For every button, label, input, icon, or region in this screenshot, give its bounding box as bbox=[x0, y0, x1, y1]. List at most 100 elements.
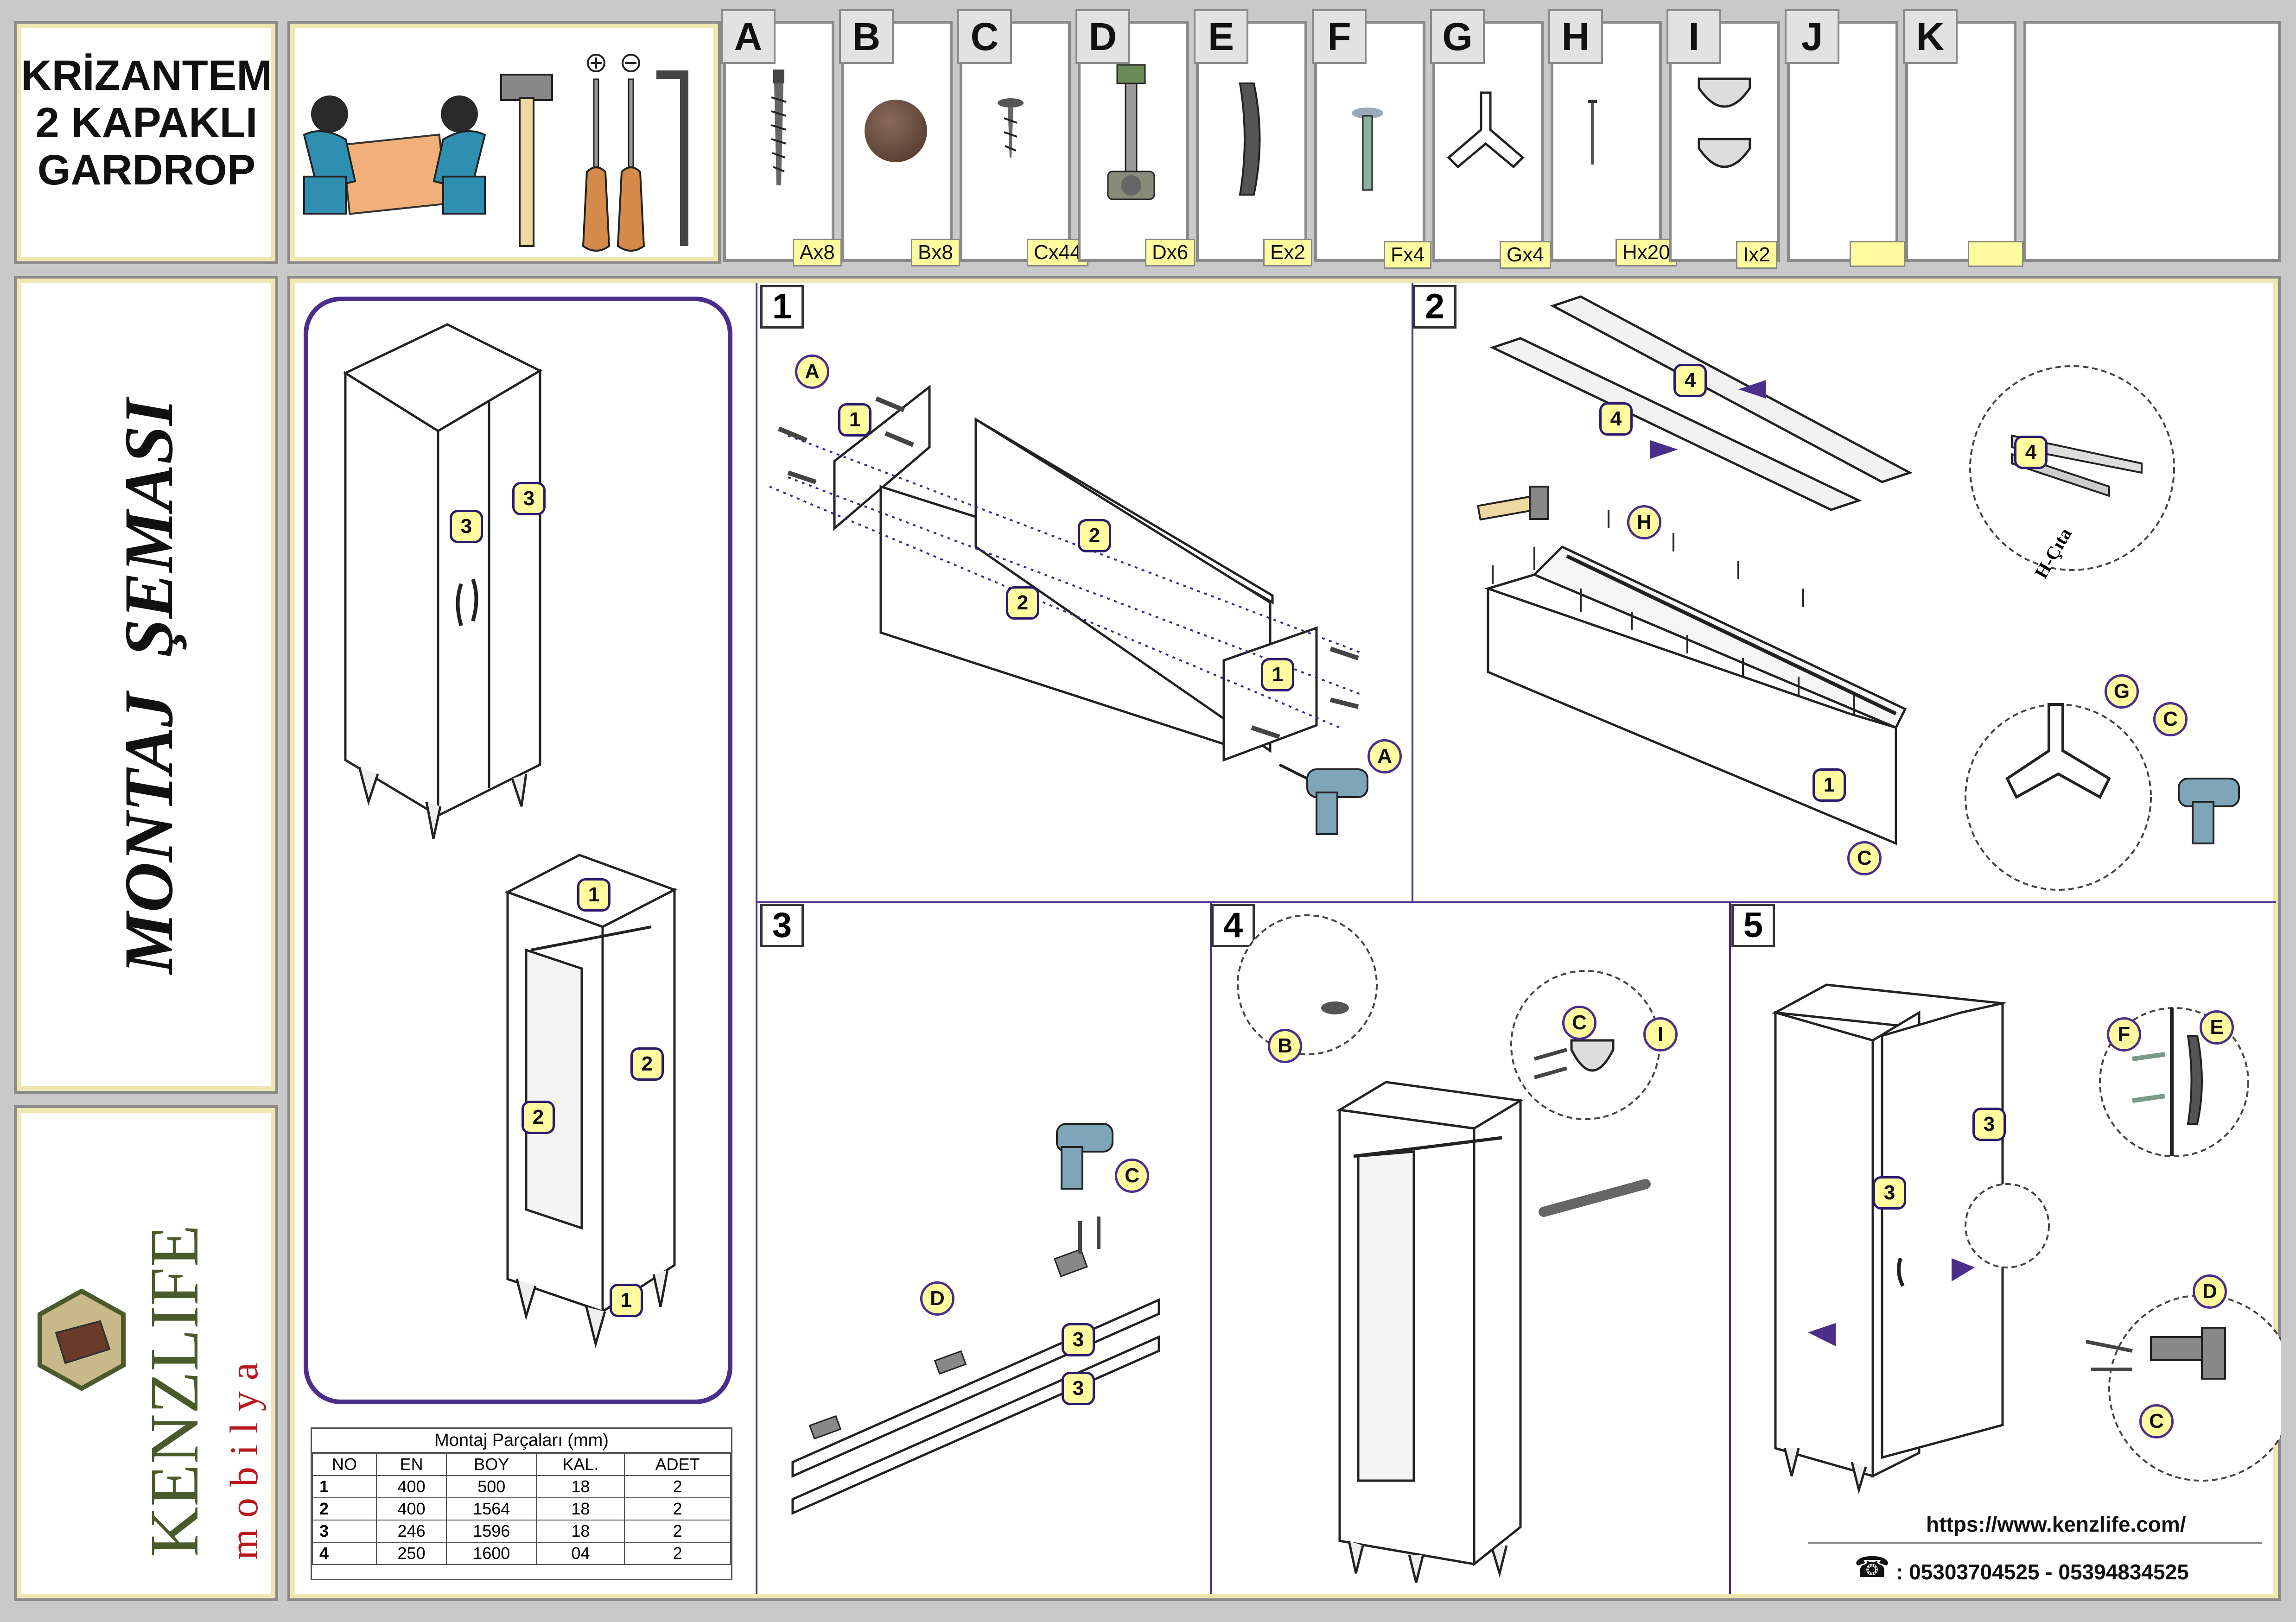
foot-g-icon bbox=[1447, 91, 1525, 169]
screw-a-icon bbox=[771, 70, 787, 185]
step-number-3: 3 bbox=[760, 904, 804, 947]
website-link[interactable]: https://www.kenzlife.com/ bbox=[1926, 1512, 2186, 1536]
part-letter-c: C bbox=[957, 9, 1012, 64]
table-cell: 2 bbox=[624, 1542, 731, 1565]
overview-tag-3a: 3 bbox=[450, 510, 483, 543]
handle-e-detail-icon bbox=[2187, 1035, 2203, 1125]
table-cell: 246 bbox=[376, 1520, 447, 1543]
table-cell: 18 bbox=[536, 1475, 625, 1498]
table-cell: 2 bbox=[624, 1475, 731, 1498]
step2-tag-4-top: 4 bbox=[1673, 364, 1707, 397]
rod-holder-i-icon bbox=[1698, 77, 1751, 168]
panel-divider-steps12 bbox=[1412, 283, 1413, 901]
rod-holder-i-detail-icon bbox=[1570, 1039, 1615, 1072]
arrow-icons bbox=[1808, 1258, 1975, 1346]
step5-drawing bbox=[1771, 983, 2281, 1495]
hammer-icon bbox=[500, 74, 553, 247]
table-cell: 250 bbox=[376, 1542, 447, 1565]
table-cell: 400 bbox=[376, 1475, 447, 1498]
parts-table: NO EN BOY KAL. ADET 1 400 500 18 2 2 400… bbox=[312, 1453, 731, 1565]
step-number-4: 4 bbox=[1211, 904, 1255, 947]
overview-tag-2a: 2 bbox=[522, 1101, 555, 1134]
table-header: EN bbox=[376, 1453, 447, 1476]
brand-sub: mobilya bbox=[222, 1351, 266, 1560]
phillips-screwdriver-icon bbox=[582, 54, 611, 252]
panel-divider-steps45 bbox=[1729, 901, 1731, 1594]
table-cell: 3 bbox=[312, 1520, 377, 1543]
table-row: 1 400 500 18 2 bbox=[312, 1475, 731, 1498]
part-letter-i: I bbox=[1666, 9, 1721, 64]
step4-tag-i: I bbox=[1643, 1017, 1678, 1052]
allen-key-icon bbox=[656, 70, 688, 246]
brand-box: KENZLIFE mobilya bbox=[14, 1105, 278, 1601]
table-cell: 18 bbox=[536, 1520, 625, 1543]
part-qty-k bbox=[1968, 241, 2023, 267]
step1-tag-a-bottom: A bbox=[1367, 739, 1402, 773]
part-letter-h: H bbox=[1548, 9, 1603, 64]
tools-box bbox=[287, 21, 721, 264]
table-cell: 4 bbox=[312, 1542, 377, 1565]
handle-e-icon bbox=[1239, 82, 1261, 196]
part-qty-j bbox=[1850, 241, 1905, 267]
step3-tag-c: C bbox=[1115, 1159, 1149, 1193]
part-qty-g: Gx4 bbox=[1500, 241, 1551, 269]
step1-tag-1-left: 1 bbox=[838, 403, 871, 437]
part-letter-e: E bbox=[1194, 9, 1248, 64]
step-number-2: 2 bbox=[1413, 285, 1456, 329]
step5-tag-e: E bbox=[2200, 1010, 2234, 1045]
step5-tag-f: F bbox=[2107, 1017, 2141, 1052]
table-row: 2 400 1564 18 2 bbox=[312, 1497, 731, 1521]
part-qty-d: Dx6 bbox=[1145, 239, 1196, 266]
arrow-icons bbox=[1650, 380, 1766, 459]
overview-tag-1-bottom: 1 bbox=[610, 1284, 643, 1317]
screw-c-icon bbox=[998, 98, 1024, 158]
part-qty-f: Fx4 bbox=[1384, 241, 1432, 269]
step2-tag-4-detail: 4 bbox=[2014, 436, 2048, 469]
overview-tag-1-top: 1 bbox=[577, 878, 611, 912]
step4-tag-c: C bbox=[1562, 1006, 1596, 1040]
drill-icon-step2 bbox=[2178, 778, 2240, 844]
part-letter-d: D bbox=[1075, 9, 1130, 64]
bolt-f-icon bbox=[1352, 108, 1383, 191]
table-cell: 400 bbox=[376, 1497, 447, 1521]
foot-g-icon-detail bbox=[2005, 703, 2111, 799]
table-cell: 2 bbox=[624, 1520, 731, 1543]
table-cell: 04 bbox=[536, 1542, 625, 1565]
screw-a-icons bbox=[778, 396, 1359, 739]
part-qty-h: Hx20 bbox=[1615, 239, 1677, 266]
cap-b-detail-icon bbox=[1321, 1001, 1349, 1014]
step5-tag-3-right: 3 bbox=[1972, 1108, 2006, 1141]
part-letter-j: J bbox=[1785, 9, 1839, 64]
step1-tag-2-back: 2 bbox=[1078, 519, 1111, 552]
table-cell: 1 bbox=[312, 1475, 377, 1498]
step2-tag-g: G bbox=[2105, 674, 2139, 709]
step-number-5: 5 bbox=[1731, 904, 1775, 947]
step3-tag-3-lower: 3 bbox=[1062, 1372, 1095, 1405]
part-qty-a: Ax8 bbox=[793, 239, 842, 266]
table-cell: 500 bbox=[446, 1475, 537, 1498]
parts-table-caption: Montaj Parçaları (mm) bbox=[312, 1429, 731, 1453]
step2-tag-c-right: C bbox=[2153, 702, 2188, 736]
tools-illustration bbox=[303, 54, 688, 252]
hinge-d-icon bbox=[1107, 64, 1155, 200]
part-qty-b: Bx8 bbox=[911, 239, 960, 266]
step3-tag-3-upper: 3 bbox=[1062, 1323, 1095, 1356]
step-number-1: 1 bbox=[760, 285, 804, 329]
contact-divider bbox=[1808, 1542, 2262, 1544]
table-cell: 18 bbox=[536, 1497, 625, 1521]
step2-tag-4-mid: 4 bbox=[1599, 402, 1633, 436]
product-title-line2: 2 KAPAKLI bbox=[35, 99, 258, 146]
step5-tag-3-left: 3 bbox=[1873, 1176, 1906, 1210]
part-letter-a: A bbox=[721, 9, 776, 64]
panel-divider-steps34 bbox=[1210, 901, 1212, 1594]
empty-part-box bbox=[2023, 21, 2281, 262]
two-people-icon bbox=[303, 95, 486, 215]
cap-b-icon bbox=[865, 100, 927, 162]
part-qty-i: Ix2 bbox=[1736, 241, 1777, 269]
side-title-box: MONTAJ ŞEMASI bbox=[14, 276, 278, 1094]
step1-tag-a-top: A bbox=[795, 355, 829, 389]
part-qty-e: Ex2 bbox=[1263, 239, 1312, 266]
table-header: KAL. bbox=[536, 1453, 625, 1476]
flat-screwdriver-icon bbox=[617, 54, 645, 252]
part-letter-b: B bbox=[839, 9, 894, 64]
